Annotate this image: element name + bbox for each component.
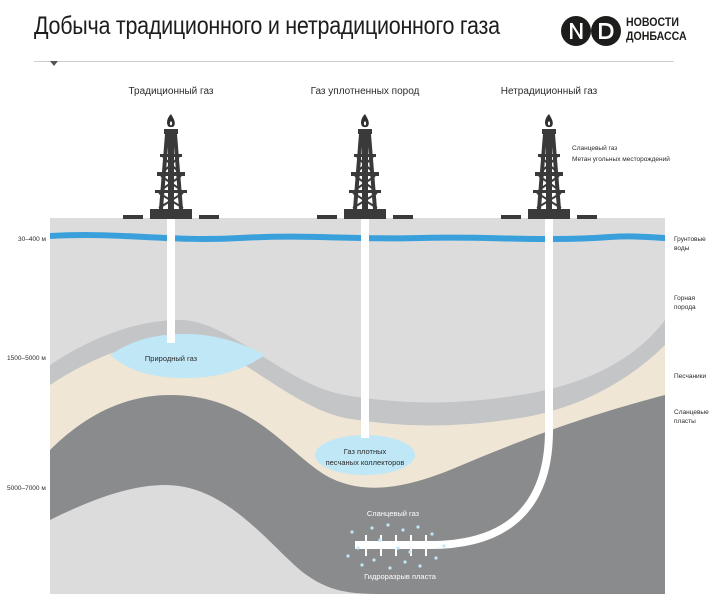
- horizontal-well: [355, 218, 553, 549]
- reservoir-label-tight-gas: Газ плотных: [344, 447, 387, 456]
- reservoir-label-tight-gas-2: песчаных коллекторов: [326, 458, 405, 467]
- logo-nd-icon: [561, 16, 621, 46]
- rig-icon: [122, 113, 220, 220]
- title-divider: [34, 61, 674, 62]
- column-label-tight: Газ уплотненных пород: [311, 86, 420, 97]
- logo: НОВОСТИ ДОНБАССА: [561, 14, 687, 50]
- title-notch: [50, 61, 58, 66]
- gas-bubble: [346, 554, 350, 558]
- logo-line-2: ДОНБАССА: [626, 31, 687, 43]
- gas-bubble: [356, 546, 360, 550]
- type-label-shale: Сланцевый газ: [572, 144, 617, 152]
- layer-label-groundwater: Грунтовые: [674, 236, 706, 243]
- logo-line-1: НОВОСТИ: [626, 17, 679, 29]
- fracturing-bubbles: [346, 523, 446, 570]
- gas-bubble: [386, 523, 390, 527]
- groundwater-line: [50, 232, 665, 243]
- rig-icon: [500, 113, 598, 220]
- layer-label-rock-2: порода: [674, 304, 696, 311]
- fracture-lines: [365, 535, 427, 556]
- layer-label-shale-2: пласты: [674, 418, 696, 425]
- gas-bubble: [434, 556, 438, 560]
- layer-label-groundwater-2: воды: [674, 245, 690, 252]
- depth-label-deep: 5000–7000 м: [7, 485, 46, 492]
- gas-bubble: [370, 526, 374, 530]
- tight-gas-reservoir: [315, 435, 415, 475]
- layer-label-shale: Сланцевые: [674, 409, 709, 416]
- gas-bubble: [350, 530, 354, 534]
- lower-rock-layer: [50, 485, 665, 594]
- column-label-traditional: Традиционный газ: [128, 86, 213, 97]
- gas-bubble: [430, 532, 434, 536]
- gas-bubble: [416, 525, 420, 529]
- layer-label-rock: Горная: [674, 295, 696, 302]
- column-label-unconventional: Нетрадиционный газ: [501, 86, 598, 97]
- reservoir-label-natural-gas: Природный газ: [145, 354, 198, 363]
- reservoir-label-fracturing: Гидроразрыв пласта: [364, 572, 437, 581]
- gas-bubble: [418, 564, 422, 568]
- reservoir-label-shale-gas: Сланцевый газ: [367, 509, 420, 518]
- depth-label-middle: 1500–5000 м: [7, 355, 46, 362]
- natural-gas-reservoir: [110, 334, 265, 378]
- depth-label-groundwater: 30–400 м: [18, 236, 46, 243]
- gas-bubble: [388, 566, 392, 570]
- gas-bubble: [396, 546, 400, 550]
- tight-gas-well: [361, 218, 369, 438]
- gas-bubble: [360, 563, 364, 567]
- gas-bubble: [442, 544, 446, 548]
- traditional-well: [167, 218, 175, 343]
- gas-bubble: [372, 558, 376, 562]
- layer-label-sandstone: Песчаники: [674, 373, 707, 380]
- gas-bubble: [378, 538, 382, 542]
- gas-bubble: [403, 560, 407, 564]
- gas-bubble: [401, 528, 405, 532]
- page-title: Добыча традиционного и нетрадиционного г…: [34, 12, 500, 40]
- rig-icon: [316, 113, 414, 220]
- type-label-coalbed: Метан угольных месторождений: [572, 155, 670, 163]
- gas-bubble: [408, 550, 412, 554]
